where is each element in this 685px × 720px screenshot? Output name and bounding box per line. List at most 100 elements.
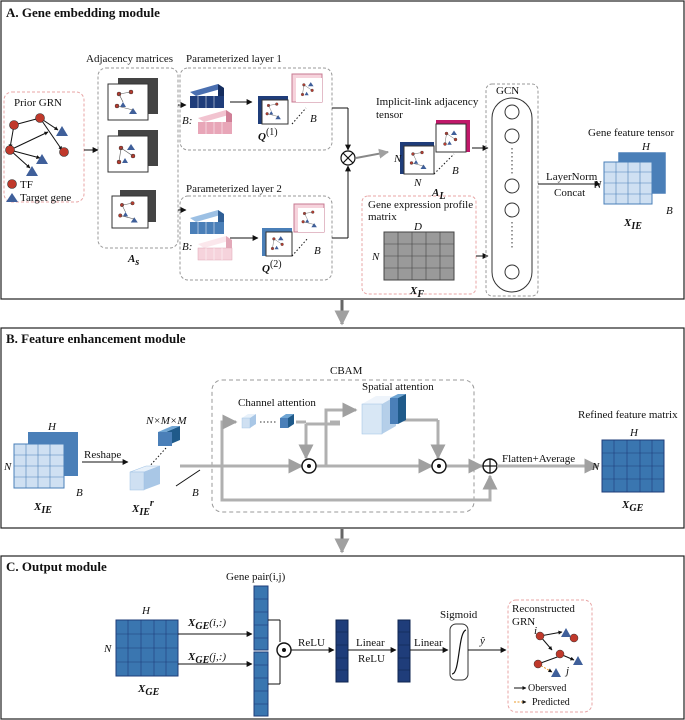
cbam-box <box>211 379 475 513</box>
param-1-pink-tensor <box>198 110 232 134</box>
b-xie-h-label: H <box>47 421 57 433</box>
gene-expression-n-label: N <box>371 251 380 263</box>
gene-expression-box <box>361 195 477 295</box>
b-colon-1: B: <box>182 115 192 127</box>
adjacency-matrices-box <box>97 67 179 249</box>
c-h-label: H <box>141 605 151 617</box>
flatten-average-label: Flatten+Average <box>502 453 575 465</box>
nmm-label: N×M×M <box>145 415 187 427</box>
refined-xge-label: XGE <box>621 499 644 514</box>
mult-op-2-icon <box>431 458 447 474</box>
section-a-title: A. Gene embedding module <box>6 5 160 20</box>
param-layer-1-label: Parameterized layer 1 <box>186 53 282 65</box>
prior-grn-label: Prior GRN <box>14 97 62 109</box>
c-xge-label: XGE <box>137 683 160 698</box>
reconstructed-label-1: Reconstructed <box>512 603 575 615</box>
prior-grn-box <box>3 91 85 203</box>
param-2-blue-tensor <box>190 210 224 234</box>
b-colon-2: B: <box>182 241 192 253</box>
relu-label: ReLU <box>298 637 325 649</box>
tf-legend-icon <box>7 179 17 189</box>
b-xie-n-label: N <box>3 461 12 473</box>
channel-attention-vectors <box>241 414 294 429</box>
param-layer-1-box <box>179 67 333 151</box>
gene-expression-label-1: Gene expression profile <box>368 199 473 211</box>
reshape-b-bracket <box>175 469 201 487</box>
gcn-column <box>491 97 533 293</box>
linear-label: Linear <box>356 637 385 649</box>
node-j-label: j <box>564 665 569 677</box>
gene-pair-label: Gene pair(i,j) <box>226 571 286 583</box>
refined-n-label: N <box>591 461 600 473</box>
al-label: AL <box>431 187 445 202</box>
al-n-bottom-label: N <box>413 177 422 189</box>
gene-feature-tensor <box>603 151 667 205</box>
target-gene-legend-label: Target gene <box>20 192 71 204</box>
cbam-flow-lines <box>180 402 498 502</box>
param-2-lightpink-tensor <box>197 236 233 261</box>
prior-grn-graph <box>5 113 69 176</box>
observed-label: Obersved <box>528 683 566 694</box>
gene-vector-i <box>253 585 269 651</box>
refined-feature-grid <box>601 439 665 493</box>
gcn-nodes <box>504 104 520 280</box>
gcn-outer-box <box>485 83 539 297</box>
adjacency-matrix-stack-2 <box>107 130 158 173</box>
dense-vector-1 <box>335 619 349 683</box>
sigmoid-curve-icon <box>451 629 467 675</box>
section-b-title: B. Feature enhancement module <box>6 331 186 346</box>
spatial-attention-label: Spatial attention <box>362 381 434 393</box>
reshape-cube-bottom <box>129 465 161 491</box>
c-mult-op-icon <box>276 642 292 658</box>
q1-b-label: B <box>310 113 317 125</box>
q2-label: Q(2) <box>262 259 282 275</box>
param-layer-2-label: Parameterized layer 2 <box>186 183 282 195</box>
reshape-dots <box>147 447 167 469</box>
section-c-frame <box>0 555 685 720</box>
section-b-frame <box>0 327 685 529</box>
adjacency-matrix-stack-1 <box>107 78 158 121</box>
add-op-icon <box>482 458 498 474</box>
b-xie-b-label: B <box>76 487 83 499</box>
multiply-operator-icon <box>340 150 356 166</box>
section-a-frame <box>0 0 685 300</box>
layernorm-label: LayerNorm <box>546 171 598 183</box>
xge-j-label: XGE(j,:) <box>187 651 226 666</box>
implicit-link-label-1: Implicit-link adjacency <box>376 96 479 108</box>
node-i-label: i <box>534 625 537 637</box>
gft-b-label: B <box>666 205 673 217</box>
gene-expression-grid <box>383 231 455 281</box>
gene-expression-label-2: matrix <box>368 211 397 223</box>
q1-tensor <box>258 73 323 125</box>
reconstructed-label-2: GRN <box>512 616 535 628</box>
xge-i-label: XGE(i,:) <box>187 617 226 632</box>
x-ie-prime-label: XIEr <box>131 498 154 518</box>
refined-h-label: H <box>629 427 639 439</box>
reshape-cube-top <box>158 426 180 446</box>
c-n-label: N <box>103 643 112 655</box>
linear-relu-label: ReLU <box>358 653 385 665</box>
al-b-label: B <box>452 165 459 177</box>
gene-expression-d-label: D <box>413 221 422 233</box>
predicted-label: Predicted <box>532 697 570 708</box>
al-tensor <box>400 120 470 175</box>
spatial-attention-blocks <box>361 394 406 435</box>
tf-legend-label: TF <box>20 179 33 191</box>
reshape-label: Reshape <box>84 449 121 461</box>
y-hat-label: ŷ <box>479 635 485 647</box>
a-s-label: As <box>127 253 139 268</box>
cbam-label: CBAM <box>330 365 363 377</box>
param-1-dark-tensor <box>190 84 224 108</box>
al-n-left-label: N <box>393 153 402 165</box>
reconstructed-grn-box <box>507 599 593 713</box>
target-gene-legend-icon <box>6 193 18 202</box>
gene-vector-j <box>253 651 269 717</box>
gft-h-label: H <box>641 141 651 153</box>
gft-n-label: N <box>593 179 602 191</box>
x-ie-label-a: XIE <box>623 217 642 232</box>
gene-feature-tensor-label: Gene feature tensor <box>588 127 674 139</box>
reconstructed-grn-graph <box>533 628 583 677</box>
channel-attention-label: Channel attention <box>238 397 316 409</box>
arrow-multiply-to-al <box>355 148 389 159</box>
